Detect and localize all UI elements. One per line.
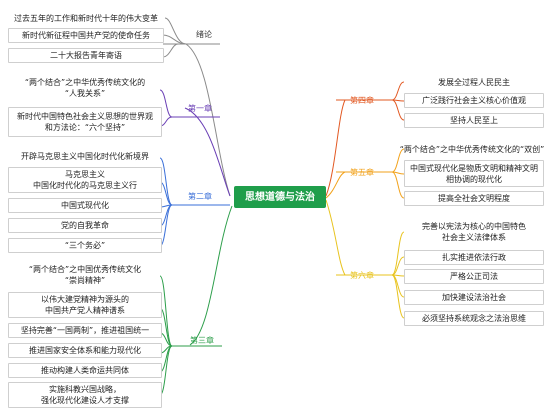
- ch6-item-1-line2: 社会主义法律体系: [442, 233, 506, 242]
- branch-ch6-label[interactable]: 第六章: [350, 270, 374, 280]
- ch4-item-1[interactable]: 发展全过程人民民主: [438, 77, 510, 87]
- ch3-item-1-line2: “崇尚精神”: [64, 276, 106, 285]
- ch1-item-2-line2: 和方法论：“六个坚持”: [44, 123, 126, 132]
- ch2-item-2-line2: 中国化时代化的马克思主义行: [33, 181, 137, 190]
- ch2-item-1[interactable]: 开辟马克思主义中国化时代化新境界: [21, 152, 149, 161]
- ch6-item-5[interactable]: 必须坚持系统观念之法治思维: [404, 311, 544, 326]
- ch3-connectors: [159, 205, 233, 396]
- ch3-item-5[interactable]: 推动构建人类命运共同体: [8, 363, 162, 378]
- ch3-item-3[interactable]: 坚持完善“一国两制”，推进祖国统一: [8, 323, 162, 338]
- branch-ch3-label[interactable]: 第三章: [190, 335, 214, 345]
- ch3-item-2-line2: 中国共产党人精神谱系: [45, 306, 125, 315]
- ch4-item-3[interactable]: 坚持人民至上: [404, 113, 544, 128]
- ch5-item-2[interactable]: 中国式现代化是物质文明和精神文明 相协调的现代化: [404, 160, 544, 187]
- branch-ch2-label[interactable]: 第二章: [188, 191, 212, 201]
- ch6-item-2[interactable]: 扎实推进依法行政: [404, 250, 544, 265]
- ch3-item-6-line1: 实施科教兴国战略，: [49, 385, 121, 394]
- ch3-item-6-line2: 强化现代化建设人才支撑: [41, 396, 129, 405]
- branch-ch4-label[interactable]: 第四章: [350, 95, 374, 105]
- intro-item-1[interactable]: 过去五年的工作和新时代十年的伟大变革: [14, 13, 158, 23]
- ch4-connectors: [325, 81, 405, 197]
- ch2-item-5[interactable]: “三个务必”: [8, 238, 162, 253]
- branch-intro-label[interactable]: 绪论: [196, 29, 212, 39]
- ch1-item-1-line2: “人我关系”: [64, 89, 106, 98]
- ch2-item-4[interactable]: 党的自我革命: [8, 218, 162, 233]
- ch3-item-1[interactable]: “两个结合”之中国优秀传统文化 “崇尚精神”: [8, 263, 162, 287]
- ch5-item-2-line2: 相协调的现代化: [446, 174, 502, 184]
- ch6-item-3[interactable]: 严格公正司法: [404, 269, 544, 284]
- ch1-item-1-line1: “两个结合”之中华优秀传统文化的: [24, 78, 146, 87]
- intro-connectors: [162, 17, 231, 197]
- intro-item-3[interactable]: 二十大报告青年寄语: [8, 48, 164, 63]
- ch4-item-2[interactable]: 广泛践行社会主义核心价值观: [404, 93, 544, 108]
- central-topic[interactable]: 思想道德与法治: [234, 186, 326, 208]
- ch3-item-1-line1: “两个结合”之中国优秀传统文化: [28, 265, 142, 274]
- ch5-connectors: [325, 148, 405, 199]
- ch3-item-6[interactable]: 实施科教兴国战略， 强化现代化建设人才支撑: [8, 382, 162, 408]
- ch1-item-2[interactable]: 新时代中国特色社会主义思想的世界观 和方法论：“六个坚持”: [8, 107, 162, 137]
- ch3-item-4[interactable]: 推进国家安全体系和能力现代化: [8, 343, 162, 358]
- ch2-item-3[interactable]: 中国式现代化: [8, 198, 162, 213]
- ch2-item-2[interactable]: 马克思主义 中国化时代化的马克思主义行: [8, 167, 162, 193]
- ch1-item-1[interactable]: “两个结合”之中华优秀传统文化的 “人我关系”: [8, 76, 162, 100]
- ch6-item-1[interactable]: 完善以宪法为核心的中国特色 社会主义法律体系: [404, 219, 544, 245]
- ch5-item-3[interactable]: 提高全社会文明程度: [404, 191, 544, 206]
- ch3-item-2[interactable]: 以伟大建党精神为源头的 中国共产党人精神谱系: [8, 292, 162, 318]
- branch-ch1-label[interactable]: 第一章: [188, 103, 212, 113]
- branch-ch5-label[interactable]: 第五章: [350, 167, 374, 177]
- ch6-connectors: [325, 199, 405, 319]
- ch6-item-4[interactable]: 加快建设法治社会: [404, 290, 544, 305]
- ch3-item-2-line1: 以伟大建党精神为源头的: [41, 295, 129, 304]
- ch5-item-1[interactable]: “两个结合”之中华优秀传统文化的“双创”: [399, 144, 545, 154]
- ch6-item-1-line1: 完善以宪法为核心的中国特色: [422, 222, 526, 231]
- ch1-item-2-line1: 新时代中国特色社会主义思想的世界观: [17, 112, 153, 121]
- ch5-item-2-line1: 中国式现代化是物质文明和精神文明: [410, 163, 538, 173]
- ch2-item-2-line1: 马克思主义: [65, 170, 105, 179]
- intro-item-2[interactable]: 新时代新征程中国共产党的使命任务: [8, 28, 164, 43]
